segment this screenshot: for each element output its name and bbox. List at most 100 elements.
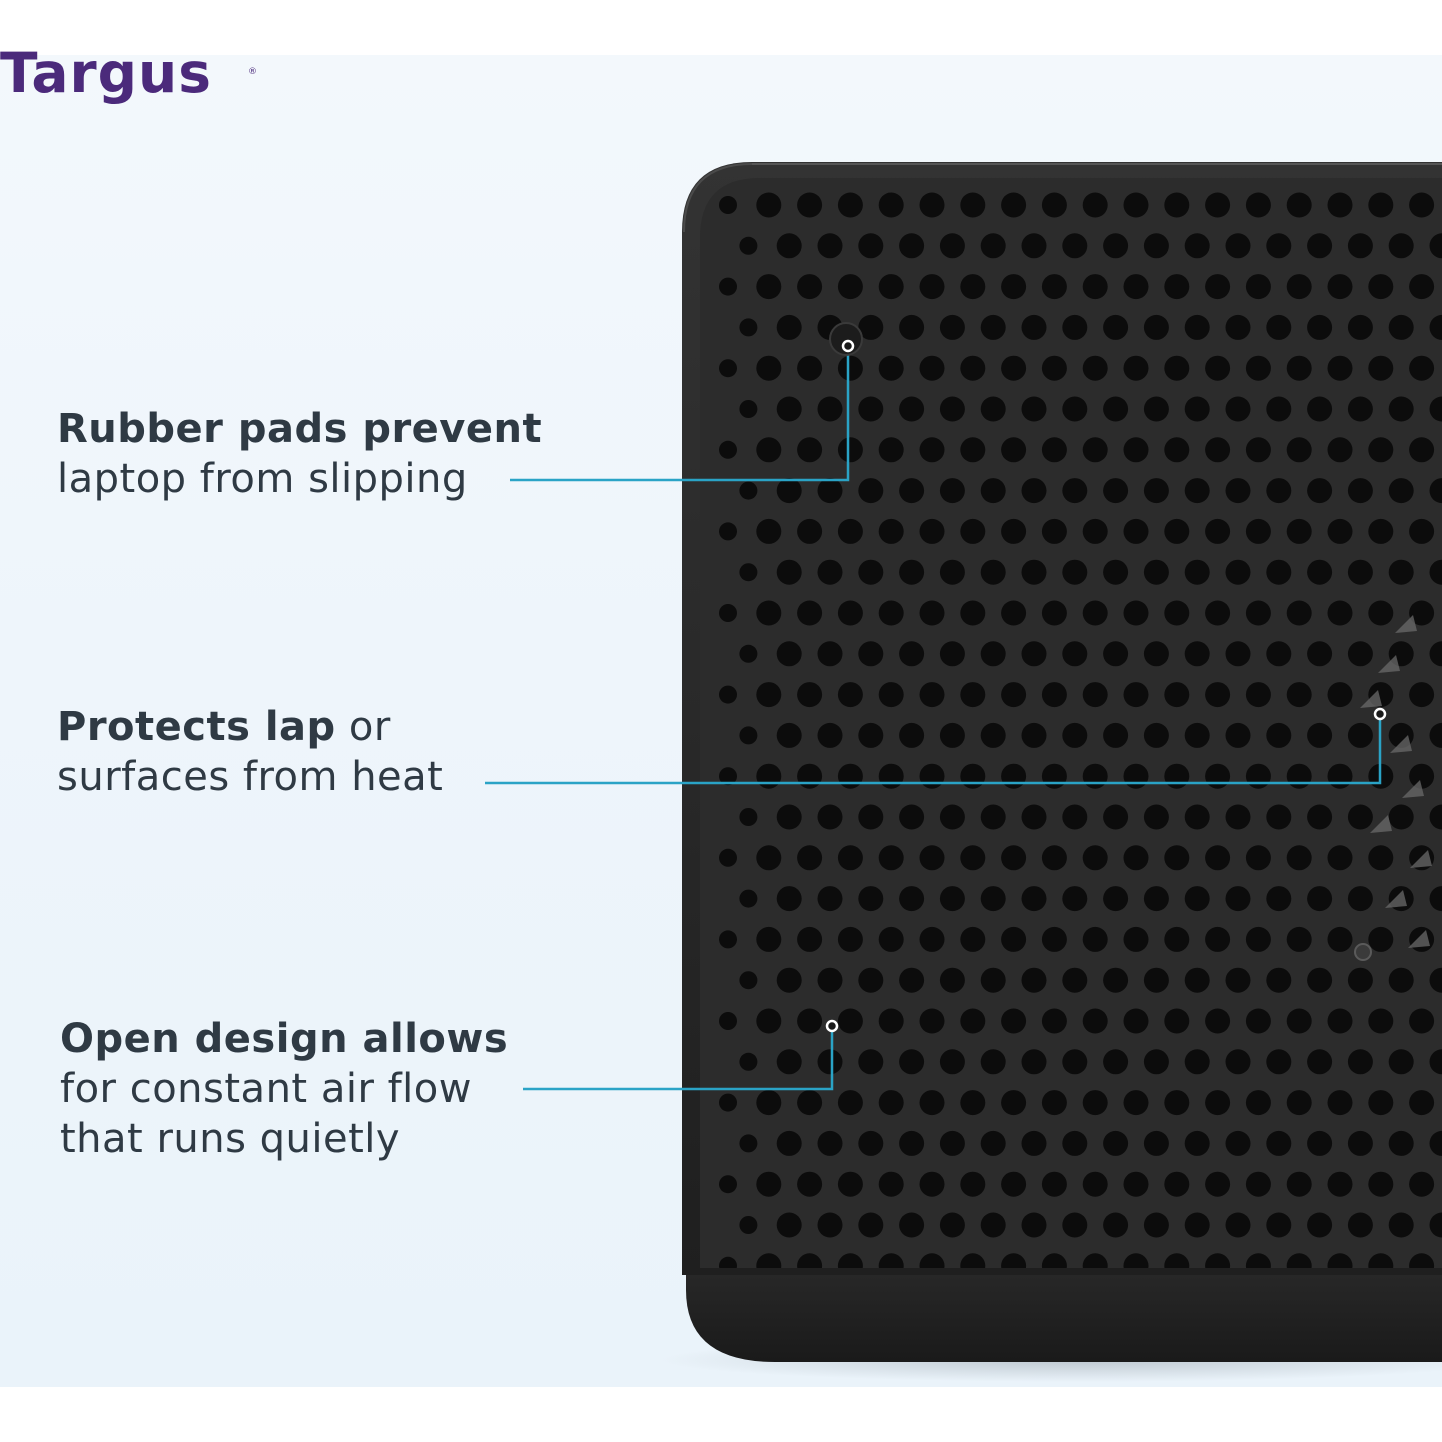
ventilation-hole [739, 971, 758, 990]
ventilation-hole [719, 930, 737, 949]
ventilation-hole [960, 682, 986, 708]
callout-text: surfaces from heat [57, 754, 444, 800]
ventilation-hole [1021, 641, 1047, 667]
leader-line-airflow [523, 1028, 834, 1091]
ventilation-hole [858, 804, 884, 830]
ventilation-hole [1286, 682, 1312, 708]
ventilation-hole [719, 359, 737, 378]
ventilation-hole [797, 355, 823, 381]
fan-screw [1354, 943, 1372, 961]
ventilation-hole [739, 563, 758, 582]
ventilation-hole [756, 192, 782, 218]
ventilation-hole [719, 685, 737, 704]
ventilation-hole [1429, 1212, 1442, 1238]
ventilation-hole [980, 396, 1006, 422]
logo-registered-mark: ® [248, 67, 257, 77]
ventilation-hole [899, 1049, 925, 1075]
ventilation-hole [1143, 1212, 1169, 1238]
ventilation-hole [739, 400, 758, 418]
leader-lines [485, 348, 1382, 1091]
ventilation-hole [1001, 1008, 1027, 1034]
ventilation-hole [1307, 1049, 1333, 1075]
ventilation-hole [797, 274, 823, 300]
ventilation-hole [1041, 682, 1067, 708]
ventilation-hole [1001, 437, 1027, 463]
ventilation-hole [1368, 926, 1394, 952]
ventilation-hole [719, 1093, 737, 1112]
ventilation-hole [1001, 763, 1027, 789]
ventilation-hole [1409, 437, 1435, 463]
ventilation-hole [1123, 1008, 1149, 1034]
ventilation-hole [939, 559, 965, 585]
callout-heat-protection: Protects lap or surfaces from heat [57, 702, 443, 802]
ventilation-hole [1041, 355, 1067, 381]
ventilation-hole [1245, 1090, 1271, 1116]
ventilation-hole [960, 600, 986, 626]
ventilation-hole [1021, 233, 1047, 259]
ventilation-hole [1082, 1253, 1108, 1268]
ventilation-hole [1205, 1171, 1231, 1197]
ventilation-hole [980, 1049, 1006, 1075]
ventilation-hole [1409, 682, 1435, 708]
ventilation-hole [1205, 437, 1231, 463]
ventilation-hole [1143, 1049, 1169, 1075]
ventilation-hole [1001, 518, 1027, 544]
ventilation-hole [1245, 437, 1271, 463]
ventilation-hole [1225, 233, 1251, 259]
ventilation-hole [1245, 926, 1271, 952]
fan-blade [1410, 850, 1432, 868]
ventilation-hole [756, 1008, 782, 1034]
ventilation-hole [1164, 763, 1190, 789]
ventilation-hole [939, 804, 965, 830]
ventilation-hole [1368, 1008, 1394, 1034]
ventilation-hole [1205, 845, 1231, 871]
ventilation-hole [939, 396, 965, 422]
ventilation-hole [858, 233, 884, 259]
ventilation-hole [837, 192, 863, 218]
ventilation-hole [739, 644, 758, 663]
ventilation-hole [1021, 804, 1047, 830]
ventilation-hole [1429, 314, 1442, 340]
ventilation-hole [756, 1171, 782, 1197]
ventilation-hole [1021, 722, 1047, 748]
ventilation-hole [1429, 804, 1442, 830]
ventilation-hole [776, 1130, 802, 1156]
ventilation-hole [1062, 722, 1088, 748]
ventilation-hole [1001, 845, 1027, 871]
ventilation-hole [837, 600, 863, 626]
ventilation-hole [1164, 274, 1190, 300]
ventilation-hole [939, 1212, 965, 1238]
ventilation-hole [837, 355, 863, 381]
ventilation-hole [1082, 845, 1108, 871]
ventilation-hole [1245, 682, 1271, 708]
ventilation-hole [1327, 845, 1353, 871]
ventilation-hole [797, 926, 823, 952]
ventilation-hole [797, 845, 823, 871]
ventilation-hole [1123, 763, 1149, 789]
ventilation-hole [919, 192, 945, 218]
ventilation-hole [817, 396, 843, 422]
marker-dot-heat [1373, 707, 1387, 721]
ventilation-hole [1225, 1049, 1251, 1075]
ventilation-hole [1184, 314, 1210, 340]
ventilation-hole [1103, 559, 1129, 585]
ventilation-hole [1429, 233, 1442, 259]
ventilation-hole [1388, 559, 1414, 585]
ventilation-hole [939, 233, 965, 259]
ventilation-hole [797, 763, 823, 789]
ventilation-hole [899, 478, 925, 504]
fan-blade [1408, 930, 1430, 948]
ventilation-hole [1388, 233, 1414, 259]
ventilation-hole [980, 722, 1006, 748]
ventilation-hole [1409, 355, 1435, 381]
ventilation-hole [756, 600, 782, 626]
ventilation-hole [1021, 396, 1047, 422]
ventilation-hole [756, 274, 782, 300]
ventilation-hole [1429, 967, 1442, 993]
ventilation-hole [1409, 1090, 1435, 1116]
ventilation-hole [1266, 478, 1292, 504]
ventilation-hole [1123, 1253, 1149, 1268]
ventilation-hole [797, 437, 823, 463]
ventilation-hole [1184, 804, 1210, 830]
ventilation-hole [1286, 1008, 1312, 1034]
